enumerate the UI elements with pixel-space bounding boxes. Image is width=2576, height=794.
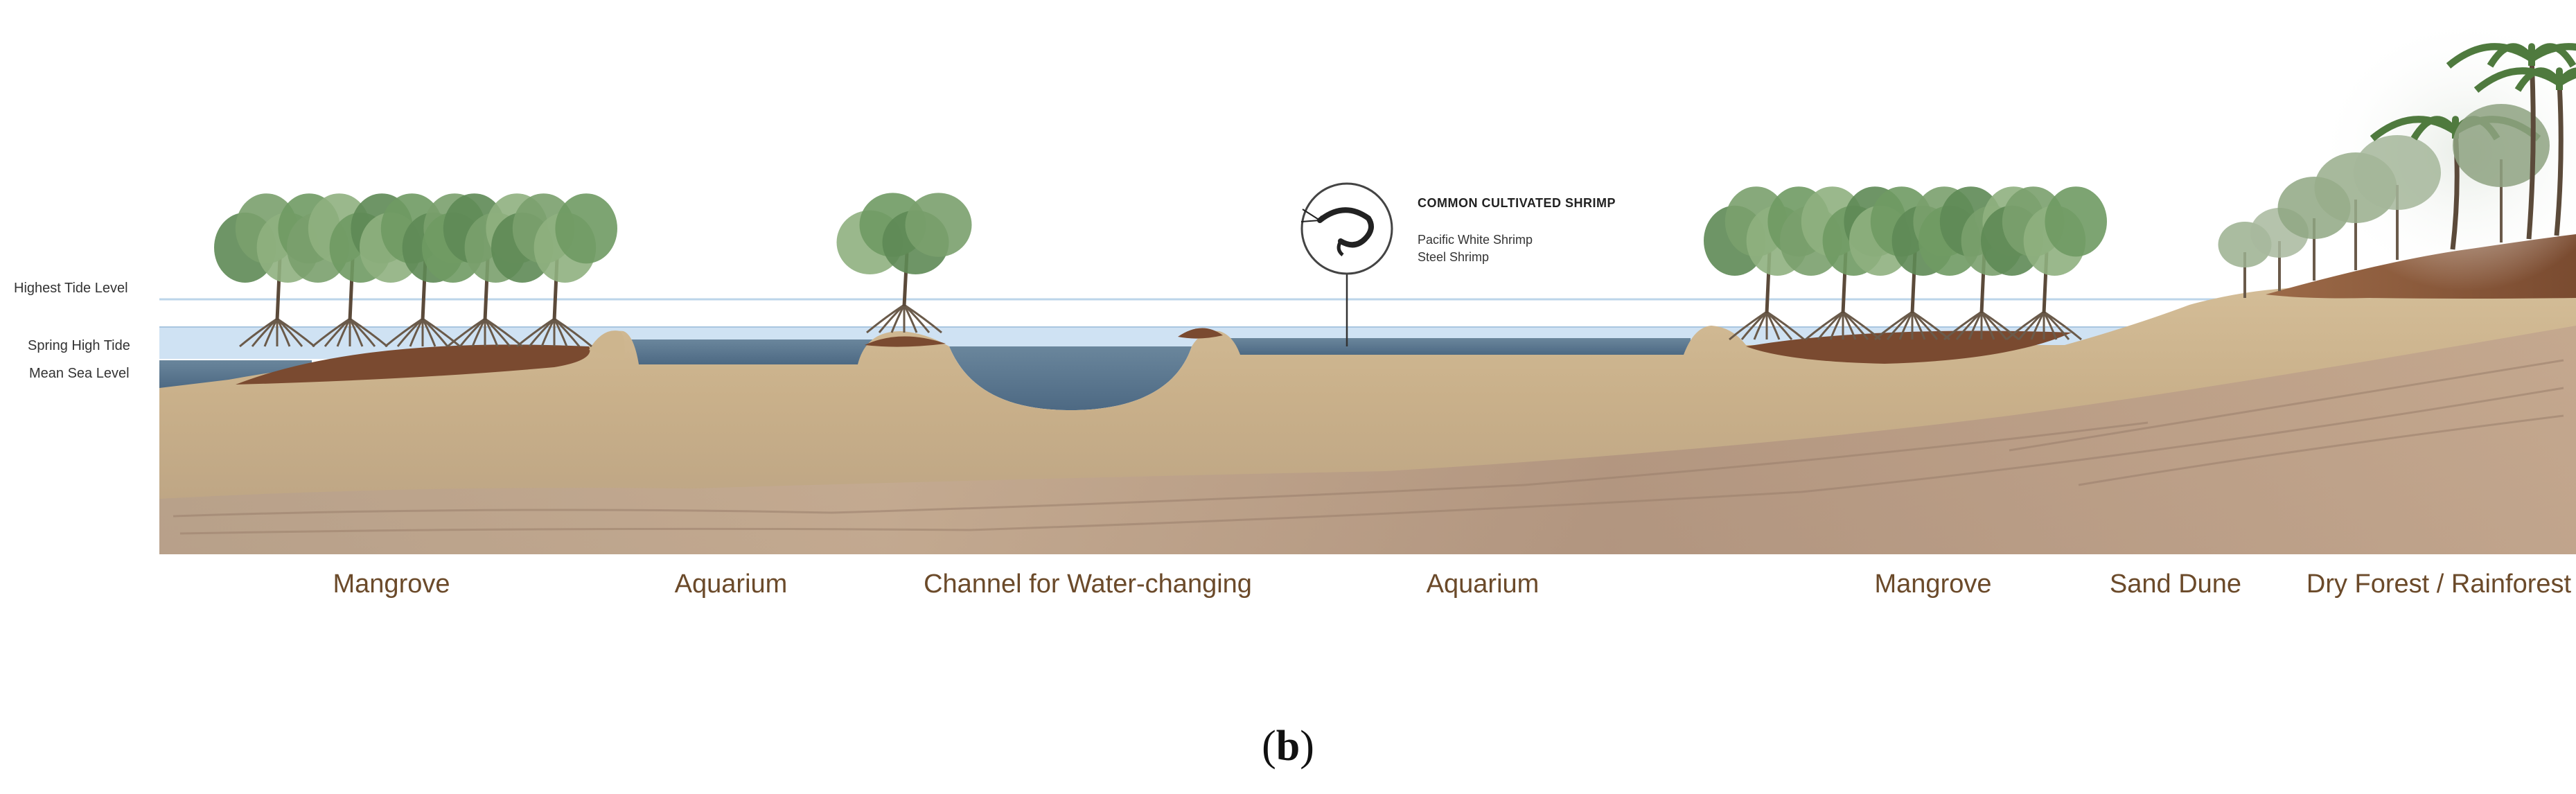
forest-mist (2314, 14, 2576, 291)
middle-mangrove-mud (865, 336, 946, 347)
aquarium-2-water (1219, 338, 1691, 355)
zone-label-forest: Dry Forest / Rainforest (2306, 570, 2572, 599)
forest-trees (2218, 43, 2576, 298)
caption-open: ( (1262, 723, 1276, 770)
mangrove-tree (1981, 186, 2107, 341)
spring-tide-label: Spring High Tide (28, 338, 130, 353)
mangrove-tree (836, 193, 972, 334)
caption-close: ) (1300, 723, 1314, 770)
highest-tide-label: Highest Tide Level (14, 281, 128, 296)
rock-texture (173, 359, 2564, 535)
forest-tree (2453, 104, 2550, 242)
mangrove-trees (214, 186, 2107, 348)
zone-label-sand-dune: Sand Dune (2109, 570, 2242, 599)
mean-sea-level-label: Mean Sea Level (29, 366, 130, 381)
channel-water (949, 346, 1192, 410)
caption-letter: b (1276, 723, 1300, 770)
palm-tree (2446, 43, 2576, 240)
callout-item-steel: Steel Shrimp (1418, 250, 1490, 264)
shrimp-icon (1300, 182, 1393, 275)
callout-title: COMMON CULTIVATED SHRIMP (1418, 196, 1616, 210)
aquarium-1-water (624, 339, 873, 364)
channel-right-mud (1178, 328, 1223, 339)
callout-item-pacific: Pacific White Shrimp (1418, 233, 1533, 247)
palm-tree (2473, 67, 2576, 236)
mangrove-tree (491, 193, 617, 348)
zone-label-aquarium-right: Aquarium (1426, 570, 1540, 599)
left-mangrove-mud (236, 344, 590, 385)
zone-label-aquarium-left: Aquarium (674, 570, 788, 599)
figure-caption: (b) (1262, 722, 1314, 771)
zone-label-mangrove-left: Mangrove (333, 570, 450, 599)
left-mangrove-sand-bump (589, 330, 625, 360)
rock-strata (159, 326, 2576, 554)
right-mangrove-mud (1746, 330, 2072, 364)
zone-label-mangrove-right: Mangrove (1874, 570, 1992, 599)
forest-tree (2354, 135, 2441, 260)
zone-label-channel: Channel for Water-changing (924, 570, 1252, 599)
